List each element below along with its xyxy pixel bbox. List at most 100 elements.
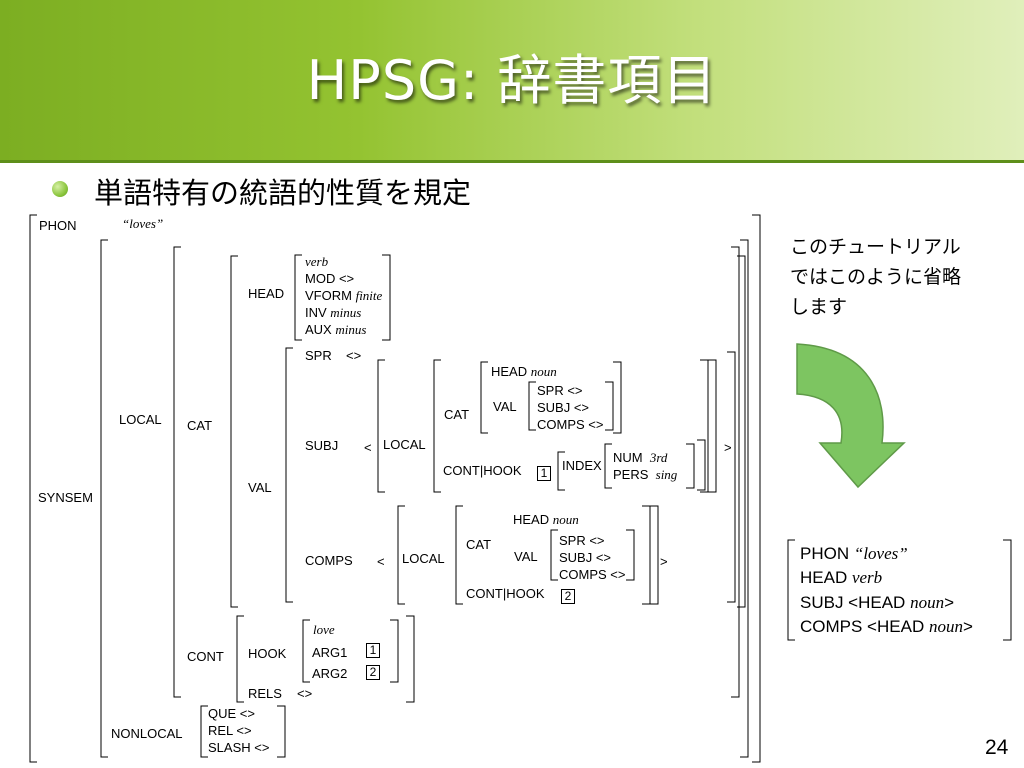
bracket-synsem-right — [740, 239, 749, 758]
comps-local-label: LOCAL — [402, 551, 445, 566]
arg1-label: ARG1 — [312, 645, 348, 660]
synsem-label: SYNSEM — [38, 490, 93, 505]
page-number: 24 — [985, 736, 1009, 759]
bracket-cont-right — [406, 615, 415, 703]
bracket-cont-left — [236, 615, 244, 703]
arg2-tag-box: 2 — [366, 665, 380, 680]
comps-cat-label: CAT — [466, 537, 492, 552]
bracket-subj-val-left — [528, 381, 536, 431]
arrow-icon — [796, 343, 906, 489]
bracket-subj-local-left — [433, 359, 441, 493]
bracket-subj-left — [377, 359, 385, 493]
bracket-index-inner-right — [686, 443, 695, 489]
bracket-comps-val-left — [550, 529, 558, 581]
comps-head: HEAD noun — [513, 512, 579, 527]
comps-cont-hook-label: CONT|HOOK — [466, 586, 545, 601]
hook-label: HOOK — [248, 646, 287, 661]
bracket-cat-right — [737, 255, 746, 608]
bracket-nonlocal-right — [277, 705, 286, 758]
subj-comps: COMPS <> — [537, 417, 604, 432]
bracket-comps-right — [650, 505, 659, 605]
bracket-comps-val-right — [626, 529, 635, 581]
bracket-comps-local-left — [455, 505, 463, 605]
bracket-index-right — [697, 439, 706, 491]
summary-head: HEAD verb — [800, 568, 883, 587]
mod-feature: MOD <> — [305, 271, 355, 286]
bracket-summary-right — [1003, 539, 1012, 641]
bullet-icon — [52, 181, 68, 197]
spr-value: <> — [346, 348, 362, 363]
bracket-local-left — [173, 246, 181, 698]
note-line: します — [790, 296, 848, 318]
note-line: ではこのように省略 — [790, 266, 962, 288]
phon-label: PHON — [39, 218, 77, 233]
bracket-subj-cat-left — [480, 361, 488, 434]
comps-open-angle: < — [377, 554, 385, 569]
num-feature: NUM 3rd — [613, 450, 668, 465]
summary-subj: SUBJ <HEAD noun> — [800, 593, 955, 612]
summary-phon: PHON “loves” — [800, 544, 908, 563]
rel-feature: REL <> — [208, 723, 252, 738]
bracket-head-left — [294, 254, 302, 341]
val-label: VAL — [248, 480, 272, 495]
cont-label: CONT — [187, 649, 224, 664]
bracket-hook-left — [302, 619, 310, 683]
bracket-comps-local-right — [642, 505, 651, 605]
inv-feature: INV minus — [305, 305, 362, 320]
bullet-text: 単語特有の統語的性質を規定 — [94, 176, 472, 210]
slide-title: HPSG: 辞書項目 — [306, 49, 718, 112]
bracket-outer-left — [29, 214, 37, 763]
summary-comps: COMPS <HEAD noun> — [800, 617, 973, 636]
index-label: INDEX — [562, 458, 602, 473]
comps-val-label: VAL — [514, 549, 538, 564]
title-banner — [0, 0, 1024, 163]
spr-label: SPR — [305, 348, 332, 363]
bracket-comps-left — [397, 505, 405, 605]
comps-label: COMPS — [305, 553, 353, 568]
bracket-subj-cat-right — [613, 361, 622, 434]
comps-subj: SUBJ <> — [559, 550, 612, 565]
bracket-subj-local-right — [700, 359, 709, 493]
vform-feature: VFORM finite — [305, 288, 383, 303]
note-line: このチュートリアル — [790, 236, 961, 258]
relation-love: love — [313, 622, 335, 637]
bracket-synsem-left — [100, 239, 108, 758]
bracket-local-right — [731, 246, 740, 698]
subj-spr: SPR <> — [537, 383, 583, 398]
nonlocal-label: NONLOCAL — [111, 726, 183, 741]
bracket-index-left — [557, 451, 565, 491]
phon-value: “loves” — [122, 216, 164, 231]
subj-head: HEAD noun — [491, 364, 557, 379]
tutorial-note: このチュートリアル ではこのように省略 します — [790, 232, 961, 322]
bracket-summary-left — [787, 539, 795, 641]
comps-spr: SPR <> — [559, 533, 605, 548]
bracket-index-inner-left — [604, 443, 612, 489]
que-feature: QUE <> — [208, 706, 255, 721]
pers-feature: PERS sing — [613, 467, 678, 482]
rels-label: RELS — [248, 686, 282, 701]
bracket-subj-right — [708, 359, 717, 493]
subj-open-angle: < — [364, 440, 372, 455]
subj-close-angle: > — [724, 440, 732, 455]
head-type-verb: verb — [305, 254, 329, 269]
comps-comps: COMPS <> — [559, 567, 626, 582]
bracket-cat-left — [230, 255, 238, 608]
comps-close-angle: > — [660, 554, 668, 569]
aux-feature: AUX minus — [305, 322, 367, 337]
subj-local-label: LOCAL — [383, 437, 426, 452]
cat-label: CAT — [187, 418, 213, 433]
subj-label: SUBJ — [305, 438, 339, 453]
tag-2-box: 2 — [561, 589, 575, 604]
tag-1-box: 1 — [537, 466, 551, 481]
rels-value: <> — [297, 686, 313, 701]
bracket-outer-right — [752, 214, 761, 763]
bracket-hook-right — [390, 619, 399, 683]
subj-val-label: VAL — [493, 399, 517, 414]
local-label: LOCAL — [119, 412, 162, 427]
subj-subj: SUBJ <> — [537, 400, 590, 415]
arg1-tag-box: 1 — [366, 643, 380, 658]
slash-feature: SLASH <> — [208, 740, 270, 755]
bracket-nonlocal-left — [200, 705, 208, 758]
arg2-label: ARG2 — [312, 666, 348, 681]
